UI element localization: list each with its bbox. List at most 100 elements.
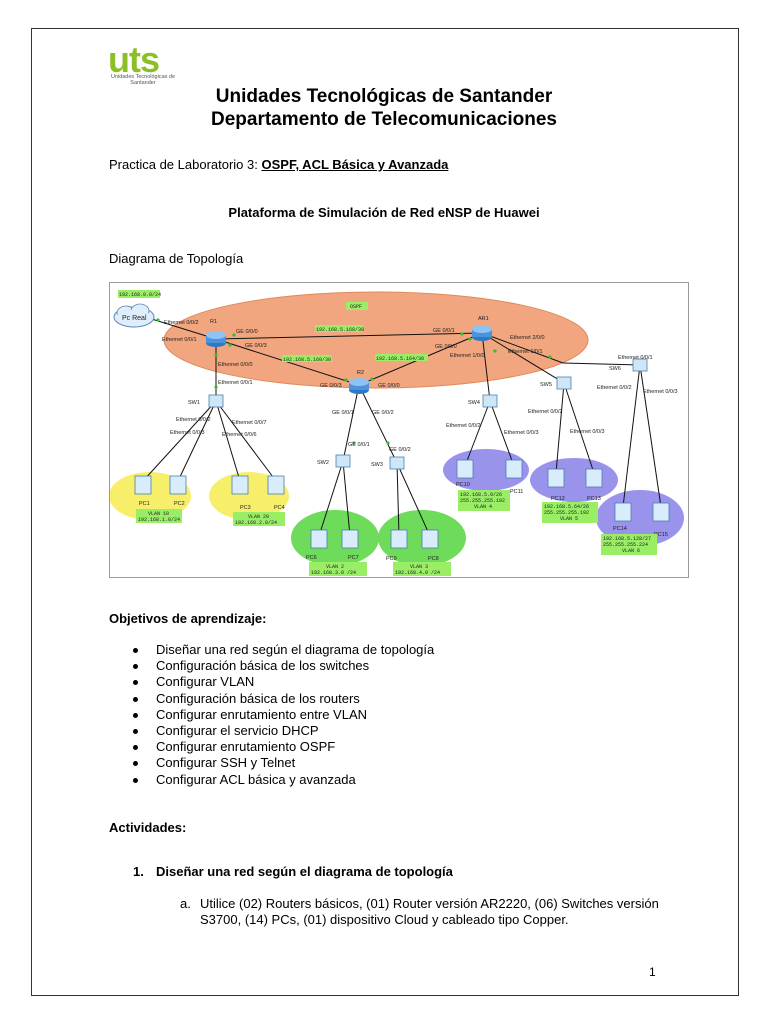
pc10-label: PC10	[456, 482, 470, 488]
pc3-label: PC3	[240, 505, 251, 511]
port-label: GE 0/0/1	[332, 410, 354, 416]
pc8-label: PC8	[428, 556, 439, 562]
vlan2-name: VLAN 2	[326, 564, 344, 570]
pc1-label: PC1	[139, 501, 150, 507]
page-border	[31, 28, 739, 996]
ospf-area	[163, 291, 589, 389]
port-label: GE 0/0/1	[348, 442, 370, 448]
activities-heading: Actividades:	[109, 820, 187, 835]
ospf-label: OSPF	[350, 304, 362, 310]
switch-icons	[208, 358, 648, 470]
department-title: Departamento de Telecomunicaciones	[211, 109, 557, 130]
step-text: Diseñar una red según el diagrama de top…	[156, 864, 453, 879]
institution-title: Unidades Tecnológicas de Santander	[215, 86, 553, 107]
vlan5-zone	[530, 458, 618, 502]
port-label: Ethernet 0/0/3	[643, 389, 678, 395]
objectives-heading: Objetivos de aprendizaje:	[109, 611, 267, 626]
cloud-icon	[113, 303, 155, 328]
logo-subtitle: Unidades Tecnológicas de Santander	[110, 74, 176, 86]
port-label: Ethernet 0/0/2	[446, 423, 481, 429]
activity-step-1a: a. Utilice (02) Routers básicos, (01) Ro…	[180, 896, 680, 928]
port-label: Ethernet 2/0/0	[510, 335, 545, 341]
pc15-label: PC15	[654, 532, 668, 538]
logo-mark: uts	[108, 39, 160, 80]
switch-sw2-label: SW2	[317, 460, 329, 466]
router-r1-icon	[206, 331, 226, 347]
vlan4-net: 192.168.5.0/26	[460, 492, 502, 498]
vlan2-net: 192.168.3.0 /24	[311, 570, 356, 576]
list-item: Configurar enrutamiento OSPF	[109, 739, 434, 755]
port-label: Ethernet 0/0/2	[597, 385, 632, 391]
topology-svg: Pc Real 192.168.0.0/24 OSPF R1 R2 AR1 SW…	[110, 290, 684, 576]
step-number: 1.	[133, 864, 144, 879]
port-label: Ethernet 0/0/0	[218, 362, 253, 368]
port-label: Ethernet 1/0/1	[508, 349, 543, 355]
switch-sw5-label: SW5	[540, 382, 552, 388]
port-label: Ethernet 0/0/1	[618, 355, 653, 361]
port-label: Ethernet 0/0/1	[218, 380, 253, 386]
vlan10-net: 192.168.1.0/24	[138, 517, 180, 523]
list-item: Configurar enrutamiento entre VLAN	[109, 707, 434, 723]
port-label: GE 0/0/0	[378, 383, 400, 389]
pc4-label: PC4	[274, 505, 285, 511]
port-label: Ethernet 0/0/2	[164, 320, 199, 326]
link-dots	[156, 318, 552, 445]
pc14-label: PC14	[613, 526, 627, 532]
port-label: GE 0/0/0	[435, 344, 457, 350]
port-labels: Ethernet 0/0/2 Ethernet 0/0/1 GE 0/0/0 G…	[162, 320, 678, 453]
vlan6-mask: 255.255.255.224	[603, 542, 648, 548]
network-tags	[136, 325, 657, 576]
pc6-label: PC6	[306, 555, 317, 561]
port-label: GE 0/0/2	[372, 410, 394, 416]
port-label: Ethernet 0/0/6	[222, 432, 257, 438]
list-item: Configurar ACL básica y avanzada	[109, 772, 434, 788]
port-label: Ethernet 1/0/0	[450, 353, 485, 359]
links	[141, 315, 662, 537]
pc-icons	[134, 459, 670, 549]
list-item: Configurar SSH y Telnet	[109, 755, 434, 771]
vlan3-name: VLAN 3	[410, 564, 428, 570]
activity-step-1: 1. Diseñar una red según el diagrama de t…	[133, 864, 453, 879]
substep-label: a.	[180, 896, 191, 911]
port-label: GE 0/0/3	[320, 383, 342, 389]
port-label: Ethernet 0/0/3	[504, 430, 539, 436]
list-item: Configurar el servicio DHCP	[109, 723, 434, 739]
router-r2-icon	[349, 378, 369, 394]
vlan20-net: 192.168.2.0/24	[235, 520, 277, 526]
net-r1-ar1: 192.168.5.168/30	[316, 327, 364, 333]
port-label: Ethernet 0/0/3	[170, 430, 205, 436]
vlan3-net: 192.168.4.0 /24	[395, 570, 440, 576]
router-ar1-icon	[472, 325, 492, 341]
port-label: Ethernet 0/0/2	[176, 417, 211, 423]
platform-heading: Plataforma de Simulación de Red eNSP de …	[228, 205, 540, 220]
vlan4-name: VLAN 4	[474, 504, 492, 510]
vlan2-zone	[291, 510, 379, 566]
port-label: Ethernet 0/0/7	[232, 420, 267, 426]
router-r2-label: R2	[357, 370, 364, 376]
ospf-tag	[346, 302, 368, 310]
vlan5-net: 192.168.5.64/26	[544, 504, 589, 510]
vlan10-name: VLAN 10	[148, 511, 169, 517]
net-r1-r2: 192.168.5.160/30	[283, 357, 331, 363]
port-label: Ethernet 0/0/2	[528, 409, 563, 415]
vlan4-zone	[443, 449, 529, 491]
objectives-list: Diseñar una red según el diagrama de top…	[109, 642, 434, 788]
pc7-label: PC7	[348, 555, 359, 561]
vlan6-net: 192.168.5.128/27	[603, 536, 651, 542]
pc2-label: PC2	[174, 501, 185, 507]
net-r2-ar1: 192.168.5.164/30	[376, 356, 424, 362]
router-ar1-label: AR1	[478, 316, 489, 322]
list-item: Diseñar una red según el diagrama de top…	[109, 642, 434, 658]
port-label: GE 0/0/0	[236, 329, 258, 335]
topology-label: Diagrama de Topología	[109, 251, 244, 266]
vlan4-mask: 255.255.255.192	[460, 498, 505, 504]
switch-sw6-label: SW6	[609, 366, 621, 372]
list-item: Configurar VLAN	[109, 674, 434, 690]
pc11-label: PC11	[510, 489, 523, 495]
pc13-label: PC13	[587, 496, 601, 502]
practice-prefix: Practica de Laboratorio 3:	[109, 157, 262, 172]
uts-logo: uts Unidades Tecnológicas de Santander	[108, 42, 178, 90]
switch-sw4-label: SW4	[468, 400, 480, 406]
topology-diagram: Pc Real 192.168.0.0/24 OSPF R1 R2 AR1 SW…	[109, 282, 689, 578]
list-item: Configuración básica de los switches	[109, 658, 434, 674]
